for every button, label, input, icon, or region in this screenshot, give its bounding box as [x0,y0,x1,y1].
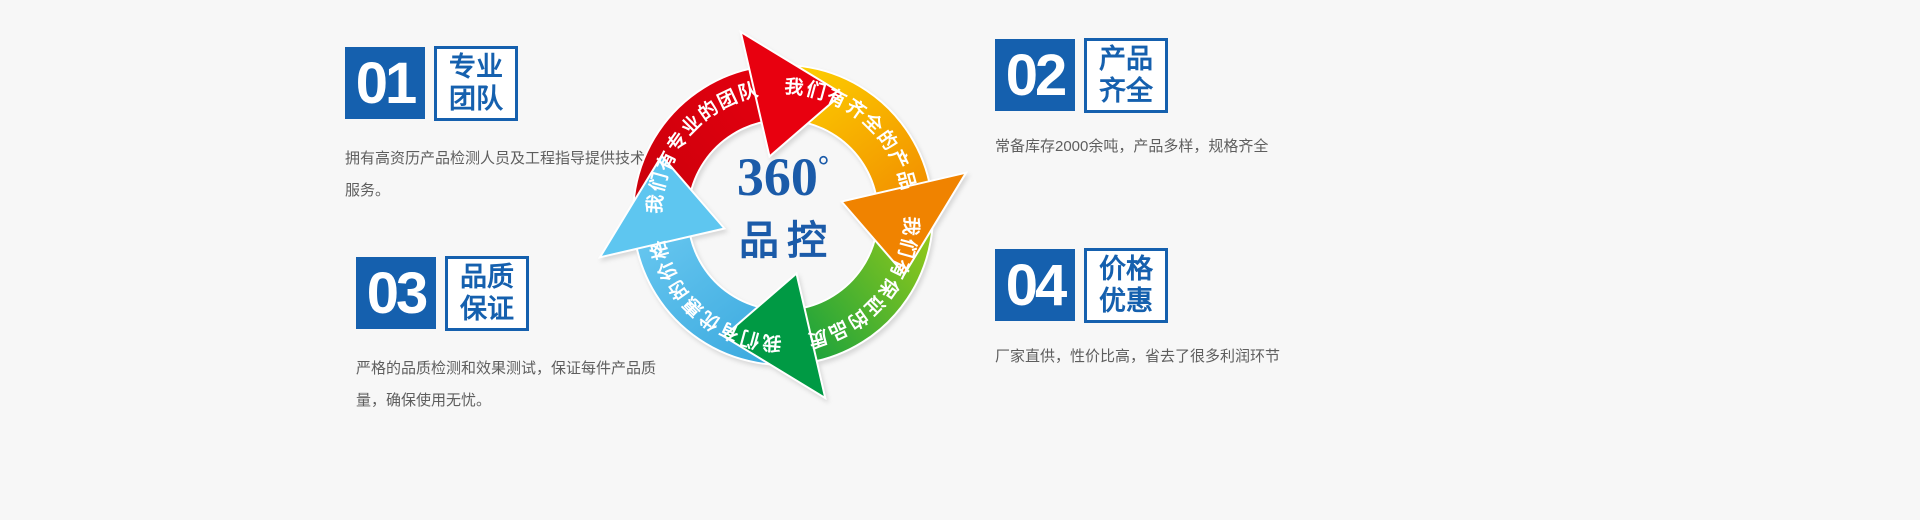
feature-header: 02 产品 齐全 [995,38,1268,113]
feature-title-line1: 品质 [460,262,514,292]
feature-title-box: 品质 保证 [445,256,529,331]
feature-description: 常备库存2000余吨，产品多样，规格齐全 [995,137,1269,155]
feature-block-team: 01 专业 团队 拥有高资历产品检测人员及工程指导提供技术服务。 [345,46,645,207]
feature-header: 04 价格 优惠 [995,248,1280,323]
feature-title-line1: 价格 [1099,254,1153,284]
feature-title-line2: 团队 [449,84,503,115]
degree-symbol: ° [817,151,830,182]
feature-title-box: 价格 优惠 [1084,248,1168,323]
feature-block-price: 04 价格 优惠 厂家直供，性价比高，省去了很多利润环节 [995,248,1280,373]
feature-title-box: 专业 团队 [434,46,518,121]
feature-title-line2: 保证 [460,294,514,325]
feature-header: 03 品质 保证 [356,256,656,331]
feature-title-line1: 专业 [449,52,503,82]
feature-title-line2: 齐全 [1099,76,1153,107]
wheel-center-text: 360° 品控 [673,150,893,266]
feature-title-line1: 产品 [1099,44,1153,74]
wheel-center-label: 品控 [739,219,835,263]
feature-description: 拥有高资历产品检测人员及工程指导提供技术服务。 [345,149,646,200]
feature-number-badge: 01 [345,47,425,120]
feature-header: 01 专业 团队 [345,46,645,121]
quality-wheel-diagram: 我们有专业的团队 我们有齐全的产品 我们有保证的品质 我们有优惠的价格 [563,0,1003,435]
wheel-center-number: 360 [736,147,818,207]
feature-title-line2: 优惠 [1099,286,1153,317]
feature-number-badge: 02 [995,39,1075,112]
feature-description: 严格的品质检测和效果测试，保证每件产品质量，确保使用无忧。 [356,359,657,410]
feature-block-quality: 03 品质 保证 严格的品质检测和效果测试，保证每件产品质量，确保使用无忧。 [356,256,656,417]
feature-number-badge: 03 [356,257,436,330]
wheel-center-360: 360° [673,150,893,204]
feature-number-badge: 04 [995,249,1075,322]
feature-description: 厂家直供，性价比高，省去了很多利润环节 [995,347,1281,365]
feature-title-box: 产品 齐全 [1084,38,1168,113]
wheel-svg: 我们有专业的团队 我们有齐全的产品 我们有保证的品质 我们有优惠的价格 [598,30,968,400]
feature-block-products: 02 产品 齐全 常备库存2000余吨，产品多样，规格齐全 [995,38,1268,163]
